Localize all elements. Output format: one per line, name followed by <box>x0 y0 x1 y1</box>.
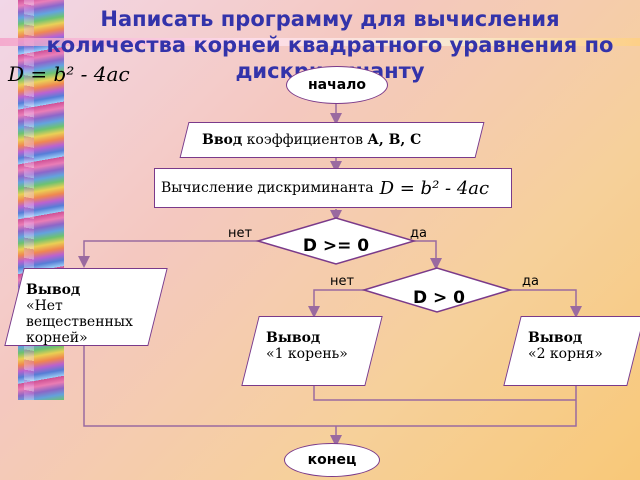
connector-merge-left <box>83 346 577 427</box>
output-one-root-message: «1 корень» <box>266 346 348 362</box>
end-label: конец <box>307 452 357 468</box>
connector-decision2-yes <box>510 289 582 318</box>
decision1-no-label: нет <box>228 226 253 241</box>
input-block-text: Ввод коэффициентов А, В, С <box>202 132 472 148</box>
input-text: коэффициентов <box>242 132 368 148</box>
output-two-roots-keyword: Вывод <box>528 330 583 346</box>
process-formula: D = b² - 4ac <box>379 177 490 199</box>
output-one-root-keyword: Вывод <box>266 330 321 346</box>
decision2-yes-label: да <box>522 274 539 289</box>
start-label: начало <box>307 77 367 93</box>
decorative-strip-highlight <box>24 0 34 400</box>
decision2-diamond <box>361 267 513 313</box>
output-one-root-text: Вывод «1 корень» <box>266 330 366 362</box>
decision2-condition: D > 0 <box>412 288 466 308</box>
decision2-no-label: нет <box>330 274 355 289</box>
input-vars: А, В, С <box>367 132 422 148</box>
connector-decision2-no <box>308 289 364 318</box>
decision1-condition: D >= 0 <box>302 236 370 256</box>
decision1-yes-label: да <box>410 226 427 241</box>
input-keyword: Ввод <box>202 132 243 148</box>
decorative-band <box>0 38 640 46</box>
output-no-roots-keyword: Вывод <box>26 282 81 298</box>
start-terminal: начало <box>286 66 388 104</box>
output-no-roots-message: «Нет вещественных корней» <box>26 298 133 346</box>
output-no-roots-text: Вывод «Нет вещественных корней» <box>26 282 144 346</box>
decision1-diamond <box>255 217 417 265</box>
connector-decision1-no <box>78 240 258 268</box>
output-two-roots-message: «2 корня» <box>528 346 603 362</box>
formula-discriminant: D = b² - 4ac <box>8 62 130 86</box>
process-block: Вычисление дискриминанта D = b² - 4ac <box>154 168 512 208</box>
connector-merge-middle <box>313 386 576 401</box>
connector-decision1-yes <box>414 240 442 270</box>
output-two-roots-text: Вывод «2 корня» <box>528 330 608 362</box>
page-title: Написать программу для вычисления количе… <box>46 7 614 83</box>
end-terminal: конец <box>284 443 380 477</box>
process-text: Вычисление дискриминанта <box>161 180 374 196</box>
